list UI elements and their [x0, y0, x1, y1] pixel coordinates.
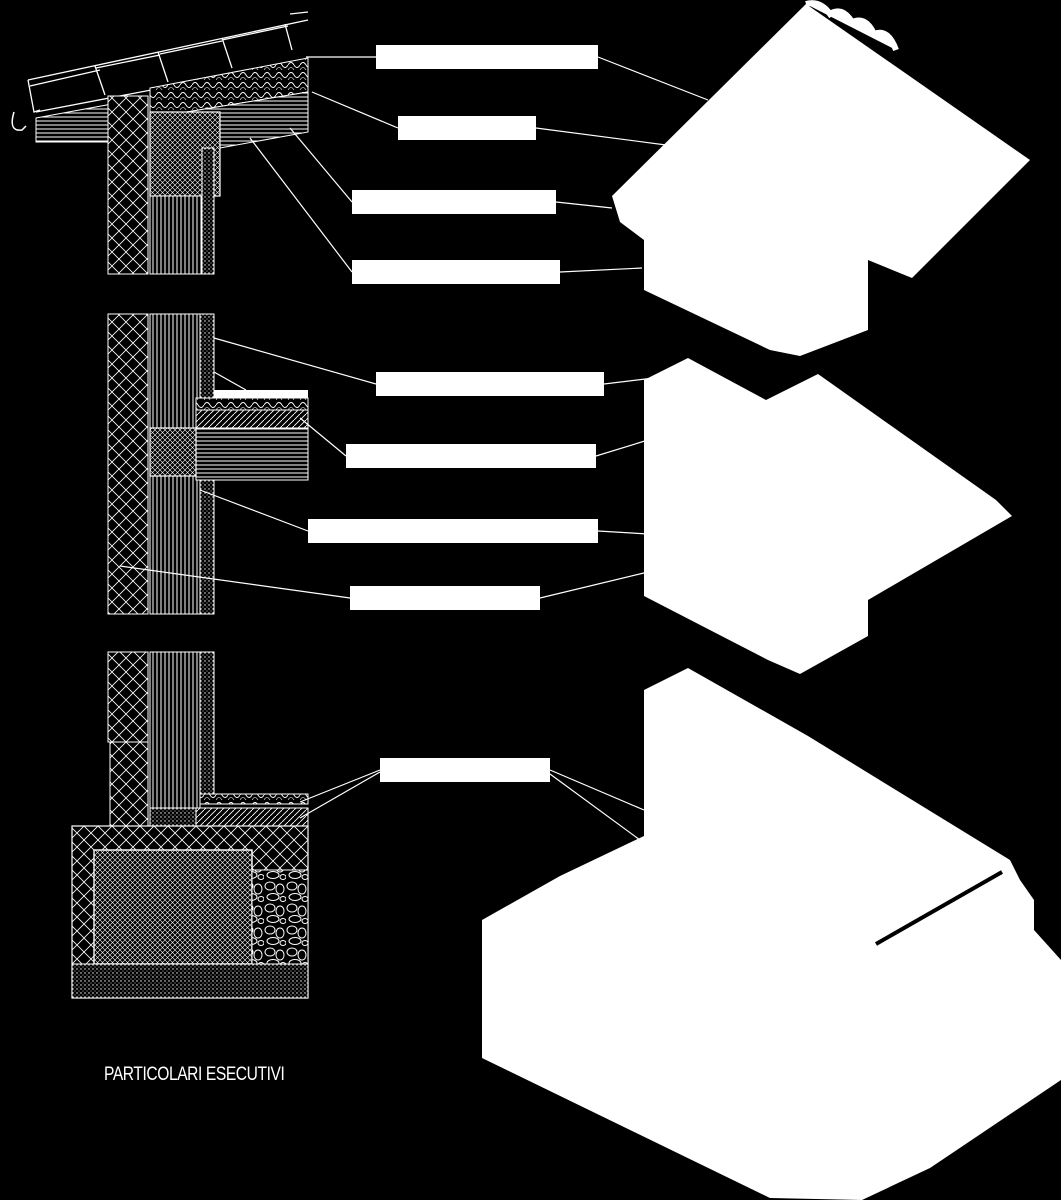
label-box-roof-1 — [376, 45, 598, 69]
slab — [195, 427, 309, 481]
axonometric-roof-block — [612, 0, 1030, 356]
label-box-floor-1 — [376, 372, 604, 396]
label-boxes — [308, 45, 604, 782]
label-box-roof-2 — [398, 116, 536, 140]
label-box-roof-3 — [352, 190, 556, 214]
lean-concrete — [71, 963, 309, 999]
external-insulation — [107, 95, 149, 275]
label-box-floor-2 — [346, 444, 596, 468]
floor-insulation — [195, 409, 309, 429]
foundation-section — [71, 651, 309, 999]
masonry-block — [149, 195, 203, 275]
label-box-floor-4 — [350, 586, 540, 610]
floor-finish — [199, 793, 309, 805]
masonry-block — [149, 651, 201, 809]
drawing-caption: PARTICOLARI ESECUTIVI — [104, 1064, 285, 1085]
roof-eave-section — [11, 11, 309, 275]
internal-plaster — [199, 651, 215, 795]
gutter-icon — [11, 111, 27, 131]
foundation-cut-line — [875, 870, 1003, 946]
label-box-roof-4 — [352, 260, 560, 284]
label-box-foundation-1 — [380, 758, 550, 782]
external-insulation — [107, 313, 149, 615]
floor-screed — [195, 397, 309, 411]
floor-slab-section — [107, 313, 309, 615]
slab-edge-beam — [149, 427, 197, 477]
internal-plaster — [201, 147, 215, 275]
axonometric-floor-block — [644, 358, 1012, 674]
label-box-floor-3 — [308, 519, 598, 543]
axonometric-foundation-block — [482, 668, 1061, 1200]
foundation-footing — [93, 849, 253, 965]
floor-finish — [214, 390, 308, 398]
leader-lines — [119, 56, 709, 841]
stone-drainage — [251, 869, 309, 967]
external-insulation — [107, 651, 149, 743]
